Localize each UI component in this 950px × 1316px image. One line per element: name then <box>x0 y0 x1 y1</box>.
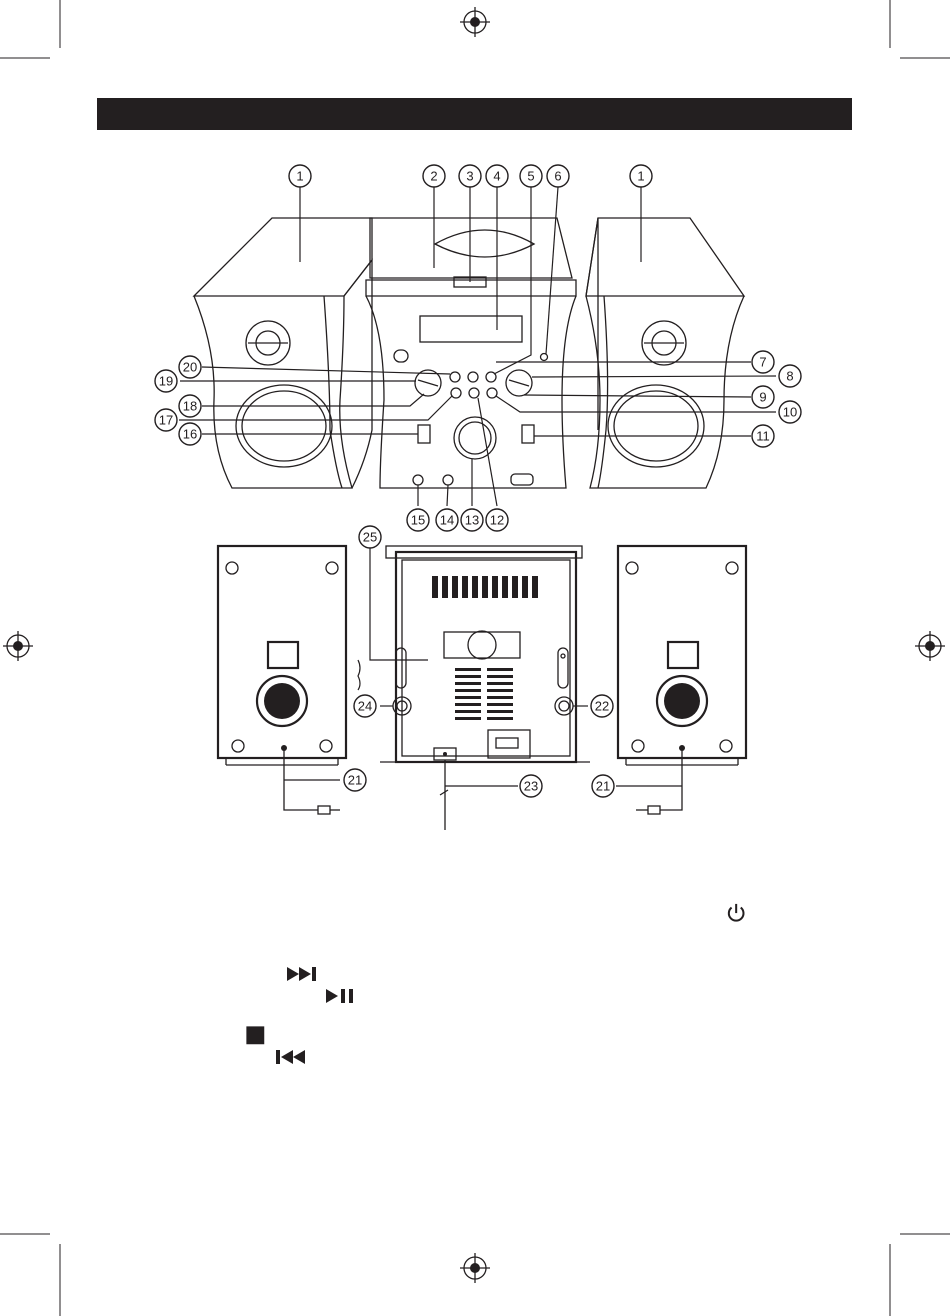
registration-mark-bottom <box>460 1253 490 1283</box>
callout-14: 14 <box>436 509 458 531</box>
callout-5: 5 <box>520 165 542 187</box>
svg-text:1: 1 <box>637 169 644 184</box>
vent-slots-bottom <box>455 668 513 720</box>
svg-text:13: 13 <box>465 513 479 528</box>
svg-text:21: 21 <box>596 779 610 794</box>
callout-1-right: 1 <box>630 165 652 187</box>
main-unit-front <box>366 218 576 488</box>
callout-6: 6 <box>547 165 569 187</box>
callout-21-left: 21 <box>344 769 366 791</box>
svg-text:10: 10 <box>783 405 797 420</box>
registration-mark-right <box>915 631 945 661</box>
callout-25: 25 <box>359 526 381 548</box>
callout-17: 17 <box>155 409 177 431</box>
svg-text:21: 21 <box>348 773 362 788</box>
svg-text:16: 16 <box>183 427 197 442</box>
callout-8: 8 <box>779 365 801 387</box>
svg-text:24: 24 <box>358 699 372 714</box>
callout-22: 22 <box>591 695 613 717</box>
svg-text:14: 14 <box>440 513 454 528</box>
play-pause-icon <box>325 985 361 1007</box>
callout-12: 12 <box>486 509 508 531</box>
callout-2: 2 <box>423 165 445 187</box>
svg-text:17: 17 <box>159 413 173 428</box>
svg-text:6: 6 <box>554 169 561 184</box>
callout-20: 20 <box>179 356 201 378</box>
svg-text:19: 19 <box>159 374 173 389</box>
right-speaker-front <box>586 218 744 488</box>
left-speaker-front <box>194 218 372 488</box>
stop-icon <box>238 1025 274 1047</box>
svg-text:20: 20 <box>183 360 197 375</box>
callout-1-left: 1 <box>289 165 311 187</box>
previous-track-icon <box>275 1046 311 1068</box>
callout-24: 24 <box>354 695 376 717</box>
callout-19: 19 <box>155 370 177 392</box>
svg-text:15: 15 <box>411 513 425 528</box>
callout-9: 9 <box>752 386 774 408</box>
callout-7: 7 <box>752 351 774 373</box>
svg-text:18: 18 <box>183 399 197 414</box>
callout-15: 15 <box>407 509 429 531</box>
svg-text:1: 1 <box>296 169 303 184</box>
callout-11: 11 <box>752 425 774 447</box>
vent-slots-top <box>432 576 538 598</box>
callout-10: 10 <box>779 401 801 423</box>
callout-18: 18 <box>179 395 201 417</box>
callout-23: 23 <box>520 775 542 797</box>
svg-text:25: 25 <box>363 530 377 545</box>
callout-13: 13 <box>461 509 483 531</box>
svg-text:2: 2 <box>430 169 437 184</box>
svg-text:4: 4 <box>493 169 500 184</box>
next-track-icon <box>286 963 322 985</box>
registration-mark-left <box>3 631 33 661</box>
callout-3: 3 <box>459 165 481 187</box>
callout-16: 16 <box>179 423 201 445</box>
svg-text:12: 12 <box>490 513 504 528</box>
svg-text:23: 23 <box>524 779 538 794</box>
callout-21-right: 21 <box>592 775 614 797</box>
svg-text:22: 22 <box>595 699 609 714</box>
svg-text:8: 8 <box>786 369 793 384</box>
registration-mark-top <box>460 7 490 37</box>
left-speaker-back <box>218 546 346 814</box>
svg-text:7: 7 <box>759 355 766 370</box>
callout-4: 4 <box>486 165 508 187</box>
power-icon <box>720 903 756 925</box>
main-unit-back <box>380 546 590 830</box>
svg-text:9: 9 <box>759 390 766 405</box>
svg-text:3: 3 <box>466 169 473 184</box>
right-speaker-back <box>618 546 746 814</box>
svg-text:11: 11 <box>756 429 770 444</box>
svg-text:5: 5 <box>527 169 534 184</box>
